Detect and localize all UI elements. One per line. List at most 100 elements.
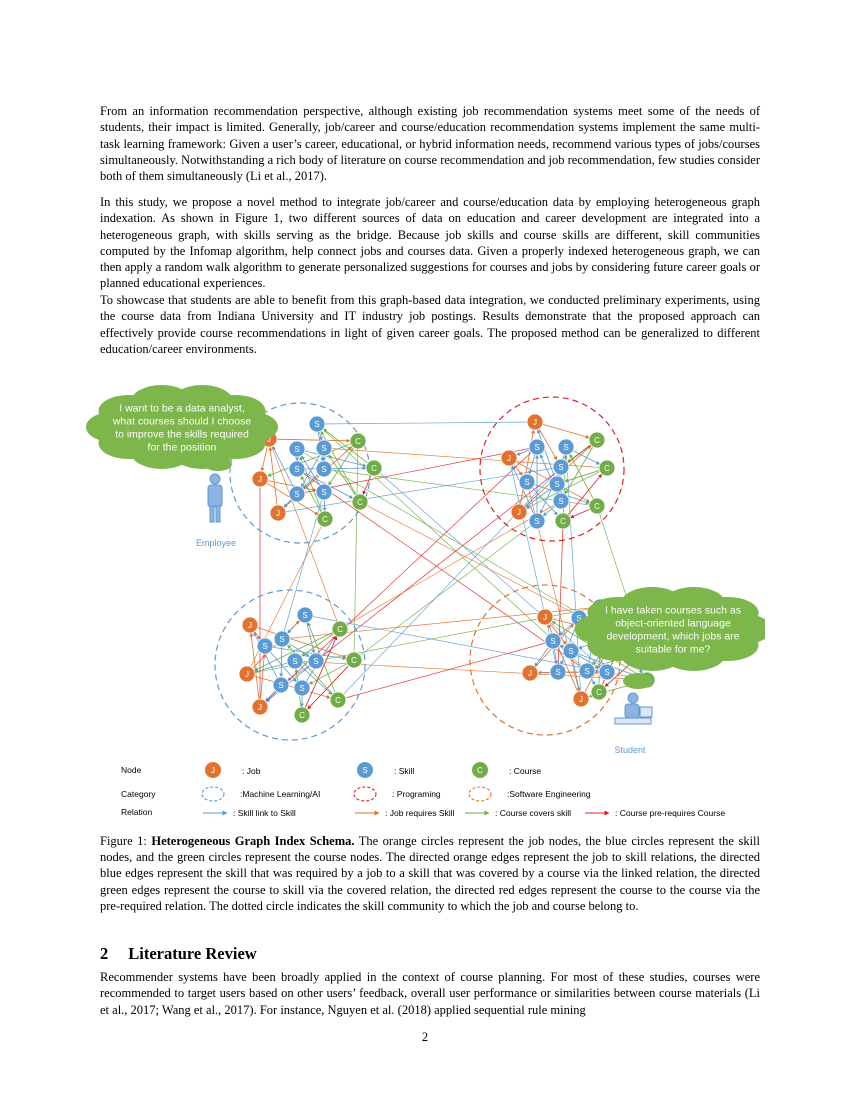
skill-node-circle [315,483,333,501]
legend-job-node: J: Job [205,762,261,778]
edge [542,423,590,439]
legend-course-node-swatch [472,762,488,778]
course-node-circle [349,432,367,450]
bubble-line: development, which jobs are [606,631,739,643]
bubble-body [110,396,254,458]
skill-node-letter: S [550,637,555,646]
skill-node: S [562,642,580,660]
course-node-letter: C [371,464,377,473]
skill-node-circle [286,652,304,670]
legend-programming-category: : Programing [353,786,441,802]
course-node-circle [365,459,383,477]
cross-edge [315,439,598,662]
legend-rel-job-label: : Job requires Skill [385,808,455,818]
job-node-circle [526,413,544,431]
edge [283,499,292,508]
edge [304,450,367,468]
skill-node-circle [273,630,291,648]
employee-leg [215,505,221,523]
job-node: J [510,503,528,521]
skill-node: S [548,475,566,493]
skill-node-letter: S [563,443,568,452]
edge [534,647,549,667]
skill-node-circle [296,606,314,624]
job-node: J [241,616,259,634]
skill-node-letter: S [576,614,581,623]
skill-node-circle [288,440,306,458]
edge [268,446,278,506]
job-node-letter: J [245,670,249,679]
skill-node-circle [544,632,562,650]
skill-node-letter: S [321,465,326,474]
course-node-letter: C [604,464,610,473]
skill-node-circle [293,679,311,697]
job-node-letter: J [579,695,583,704]
legend-rel-skill-label: : Skill link to Skill [233,808,296,818]
employee-label: Employee [196,538,236,548]
legend-rel-prereq-label: : Course pre-requires Course [615,808,725,818]
caption-label: Figure 1: [100,834,152,848]
edge [267,443,351,477]
course-node: C [331,620,349,638]
job-node-circle [510,503,528,521]
edge [300,455,321,486]
legend-rel-course-label: : Course covers skill [495,808,571,818]
skill-node-letter: S [558,463,563,472]
legend-skill-node: S: Skill [357,762,414,778]
skill-node: S [307,652,325,670]
skill-node: S [273,630,291,648]
skill-node-letter: S [534,443,539,452]
skill-node: S [288,440,306,458]
skill-node: S [552,458,570,476]
edge [265,690,276,702]
cross-edge [556,520,564,673]
skill-node-letter: S [299,684,304,693]
edge [249,632,260,700]
skill-node: S [293,679,311,697]
edge [323,428,368,464]
skill-node: S [286,652,304,670]
course-node-circle [554,512,572,530]
skill-node: S [557,438,575,456]
job-node-circle [521,664,539,682]
edge [549,623,567,645]
skill-node-circle [256,637,274,655]
legend-se-category-label: :Software Engineering [507,789,591,799]
bubble-line: suitable for me? [636,644,711,656]
bubble-tail [623,673,653,689]
caption-title: Heterogeneous Graph Index Schema. [151,834,355,848]
job-node: J [251,470,269,488]
skill-node: S [256,637,274,655]
legend-relation-title: Relation [121,807,152,817]
course-node: C [329,691,347,709]
edge [511,464,535,514]
legend-ml-category-label: :Machine Learning/AI [240,789,320,799]
cross-edge [352,440,359,661]
skill-node-circle [562,642,580,660]
edge [307,665,349,710]
literature-paragraph: Recommender systems have been broadly ap… [100,970,760,1017]
edge [288,643,310,657]
edge [564,470,600,483]
cross-edge [565,446,583,700]
cross-edge [277,465,562,514]
skill-node-letter: S [292,657,297,666]
skill-node-circle [288,460,306,478]
legend-course-node-letter: C [477,766,483,775]
legend-job-node-swatch [205,762,221,778]
skill-node: S [288,460,306,478]
employee-icon [207,473,223,523]
skill-node-circle [528,512,546,530]
legend-rel-prereq: : Course pre-requires Course [585,808,725,818]
legend-rel-skill: : Skill link to Skill [203,808,296,818]
legend-se-category-swatch [468,786,492,802]
course-node-circle [598,459,616,477]
bubble-line: to improve the skills required [115,429,249,441]
cross-edge [316,423,588,672]
legend-se-category: :Software Engineering [468,786,591,802]
caption-text: The orange circles represent the job nod… [100,834,761,913]
course-node: C [316,510,334,528]
student-body [624,703,640,719]
